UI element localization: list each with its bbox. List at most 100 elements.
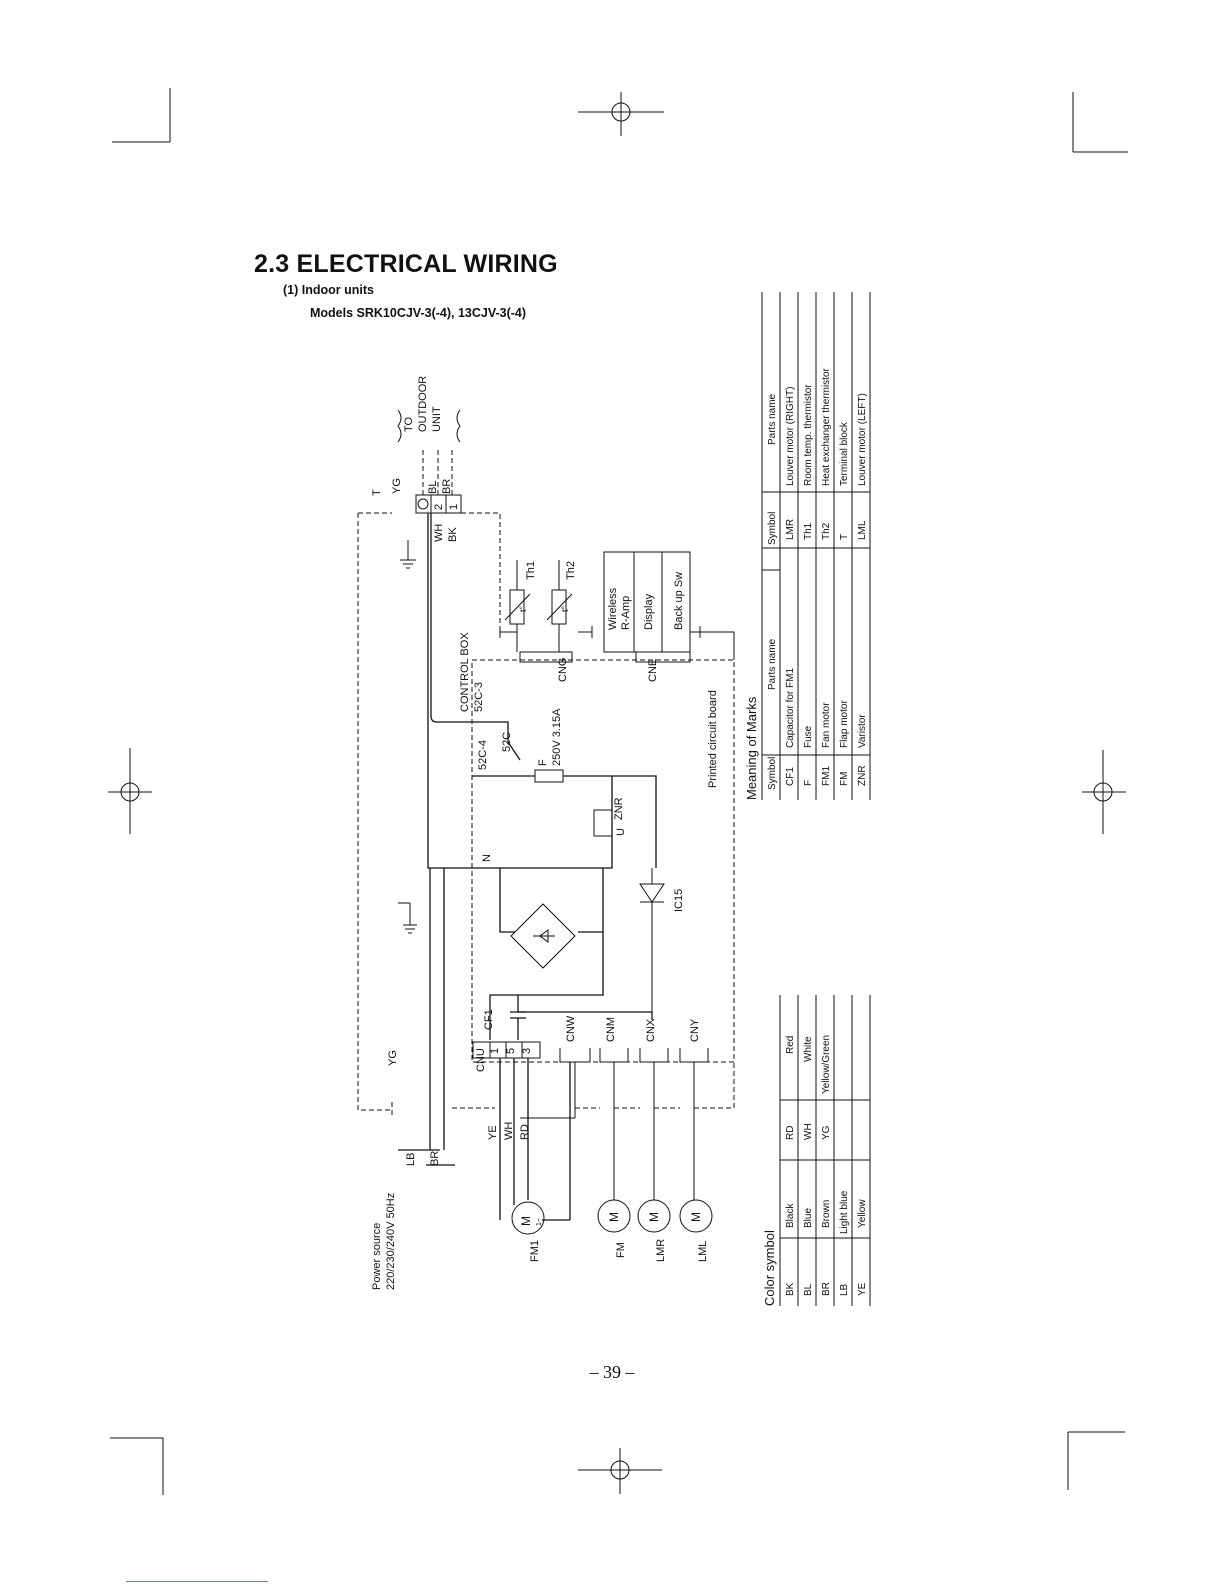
motor-fm1-m: M (519, 1216, 533, 1226)
fuse-label: F (537, 759, 549, 766)
motor-lmr-label: LMR (655, 1239, 667, 1262)
marks-r4-c3: T (839, 534, 850, 540)
marks-r4-c2: Flap motor (839, 700, 850, 748)
color-table-title: Color symbol (762, 1230, 777, 1306)
terminal-1-label: 1 (448, 504, 460, 510)
neutral-label: N (481, 854, 493, 862)
wire-rd: RD (519, 1124, 531, 1140)
marks-header-parts-2: Parts name (767, 393, 778, 445)
pin-1-label: 1 (489, 1048, 501, 1054)
marks-r2-c4: Room temp. thermistor (803, 384, 814, 486)
marks-r2-c2: Fuse (803, 725, 814, 748)
wire-bl: BL (427, 481, 439, 494)
display-wireless-label: Wireless (607, 587, 619, 630)
marks-r1-c4: Louver motor (RIGHT) (785, 387, 796, 486)
motor-lml (679, 1199, 713, 1233)
marks-r5-c2: Varistor (857, 714, 868, 748)
motor-fm (597, 1199, 631, 1233)
wire-wh-top: WH (433, 524, 445, 542)
connector-cnu-label: CNU (475, 1048, 487, 1072)
marks-r1-c3: LMR (785, 519, 796, 540)
marks-r3-c3: Th2 (821, 522, 832, 540)
page-title: 2.3 ELECTRICAL WIRING (254, 250, 558, 278)
wire-lb: LB (405, 1153, 417, 1166)
pcb-outline (471, 659, 735, 1063)
color-r4-c1: LB (839, 1283, 850, 1296)
display-backup-label: Back up Sw (673, 572, 685, 630)
motor-lmr (637, 1199, 671, 1233)
crop-marks (108, 88, 1128, 1495)
power-source-label: Power source (371, 1223, 383, 1290)
marks-r1-c1: CF1 (785, 767, 796, 786)
thermistor-th2-mark: t° (560, 605, 570, 612)
color-r1-c1: BK (785, 1282, 796, 1296)
color-r2-c3: WH (803, 1123, 814, 1140)
power-source-voltage: 220/230/240V 50Hz (385, 1193, 397, 1290)
color-r1-c3: RD (785, 1126, 796, 1140)
to-outdoor-label-3: UNIT (431, 406, 443, 432)
marks-header-parts-1: Parts name (767, 638, 778, 690)
motor-lml-label: LML (697, 1241, 709, 1262)
marks-header-symbol-2: Symbol (767, 512, 778, 545)
relay-52c4-label: 52C-4 (477, 740, 489, 770)
wire-br-top: BR (441, 479, 453, 494)
display-ramp-label: R-Amp (620, 596, 632, 630)
relay-52c-label: 52C (501, 732, 513, 752)
thermistor-th1-mark: t° (518, 605, 528, 612)
marks-r2-c3: Th1 (803, 522, 814, 540)
color-r3-c3: YG (821, 1125, 832, 1140)
pcb-label: Printed circuit board (707, 690, 719, 788)
wire-ye: YE (487, 1125, 499, 1140)
connector-cne-label: CNE (647, 659, 659, 682)
motor-fm-m: M (607, 1212, 621, 1222)
motor-fm1 (511, 1201, 545, 1235)
motor-fm1-phase: 1~ (536, 1218, 543, 1226)
color-table: Color symbol BK Black RD Red BL Blue WH … (762, 995, 871, 1306)
varistor (593, 809, 613, 837)
marks-r5-c1: ZNR (857, 765, 868, 786)
wire-yg-top: YG (391, 478, 403, 494)
earth-symbol-mid (398, 902, 417, 934)
page-number: – 39 – (589, 1362, 635, 1382)
terminal-2-label: 2 (433, 504, 445, 510)
wire-wh-bottom: WH (503, 1122, 515, 1140)
control-box-label: CONTROL BOX (459, 632, 471, 712)
wire-br-bottom: BR (429, 1151, 441, 1166)
marks-r1-c2: Capacitor for FM1 (785, 668, 796, 748)
marks-r2-c1: F (803, 780, 814, 786)
fuse-rating-label: 250V 3.15A (551, 708, 563, 766)
marks-r3-c1: FM1 (821, 766, 832, 786)
ic15-label: IC15 (673, 889, 685, 912)
marks-r4-c4: Terminal block (839, 421, 850, 486)
marks-r4-c1: FM (839, 772, 850, 786)
motor-fm-label: FM (615, 1242, 627, 1258)
motor-fm1-label: FM1 (529, 1240, 541, 1262)
fuse (534, 769, 564, 783)
connector-cny-label: CNY (689, 1018, 701, 1042)
connector-cng-label: CNG (557, 658, 569, 682)
color-r4-c2: Light blue (839, 1190, 850, 1234)
znr-label: ZNR (613, 797, 625, 820)
marks-r5-c3: LML (857, 520, 868, 540)
bridge-rectifier (510, 903, 576, 969)
cf1-label: CF1 (483, 1009, 495, 1030)
thermistor-th2-label: Th2 (565, 561, 577, 580)
display-unit-box (603, 551, 691, 653)
marks-table: Meaning of Marks Symbol Parts name Symbo… (744, 292, 871, 800)
color-r5-c1: YE (857, 1282, 868, 1296)
marks-table-title: Meaning of Marks (744, 696, 759, 800)
marks-r3-c4: Heat exchanger thermistor (821, 367, 832, 486)
color-r3-c1: BR (821, 1282, 832, 1296)
wire-yg-bottom: YG (387, 1050, 399, 1066)
color-r5-c2: Yellow (857, 1199, 868, 1228)
relay-52c3-label: 52C-3 (473, 682, 485, 712)
terminal-t-label: T (371, 489, 383, 496)
marks-r5-c4: Louver motor (LEFT) (857, 393, 868, 486)
color-r3-c4: Yellow/Green (821, 1035, 832, 1094)
pin-5-label: 5 (505, 1048, 517, 1054)
footer-rule (126, 1581, 268, 1582)
motor-connectors (452, 1048, 735, 1200)
earth-symbol-top (400, 540, 416, 569)
color-r1-c2: Black (785, 1203, 796, 1228)
